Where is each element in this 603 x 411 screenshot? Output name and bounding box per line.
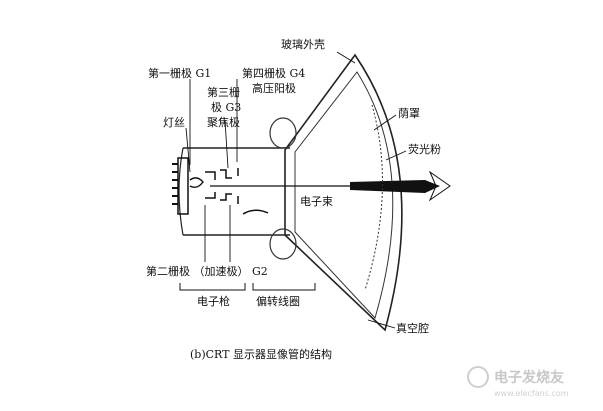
deflection-coil-bottom (269, 228, 297, 260)
cathode-pins (172, 163, 178, 205)
watermark-url: www.elecfans.com (494, 389, 569, 398)
label-grid-g1: 第一栅极 G1 (148, 66, 211, 80)
tube-neck (183, 147, 290, 236)
bracket-deflection-coil (252, 283, 316, 291)
watermark-logo-icon (467, 366, 489, 388)
label-vacuum-chamber: 真空腔 (396, 321, 429, 335)
neck-end (178, 147, 184, 236)
leader-lines (185, 51, 407, 329)
bracket-electron-gun (179, 283, 246, 291)
watermark-logo: 电子发烧友 www.elecfans.com (467, 366, 569, 398)
deflection-coil-top (269, 117, 297, 149)
shadow-mask (364, 104, 383, 291)
filament-coil (189, 177, 204, 189)
label-focusing-electrode: 聚焦极 (207, 115, 240, 129)
electron-beam-thick (350, 180, 440, 193)
label-glass-shell: 玻璃外壳 (281, 37, 325, 51)
cathode-base (177, 157, 189, 215)
label-phosphor: 荧光粉 (408, 142, 441, 156)
label-grid-g3-line1: 第三栅 (207, 85, 240, 99)
label-electron-gun: 电子枪 (197, 294, 230, 308)
label-grid-g4: 第四栅极 G4 (242, 66, 305, 80)
glass-shell-outer (284, 53, 403, 332)
beam-arrow-head (428, 170, 451, 202)
watermark-text: 电子发烧友 (494, 369, 564, 386)
label-grid-g3-line2: 极 G3 (211, 100, 241, 114)
grid-electrodes (205, 168, 269, 215)
label-filament: 灯丝 (163, 116, 185, 129)
label-electron-beam: 电子束 (300, 195, 333, 208)
label-deflection-coil: 偏转线圈 (256, 294, 300, 308)
label-shadow-mask: 荫罩 (398, 107, 420, 120)
label-grid-g2: 第二栅极 （加速极） G2 (146, 264, 268, 278)
label-high-voltage-anode: 高压阳极 (252, 81, 296, 95)
figure-caption: (b)CRT 显示器显像管的结构 (190, 347, 332, 361)
